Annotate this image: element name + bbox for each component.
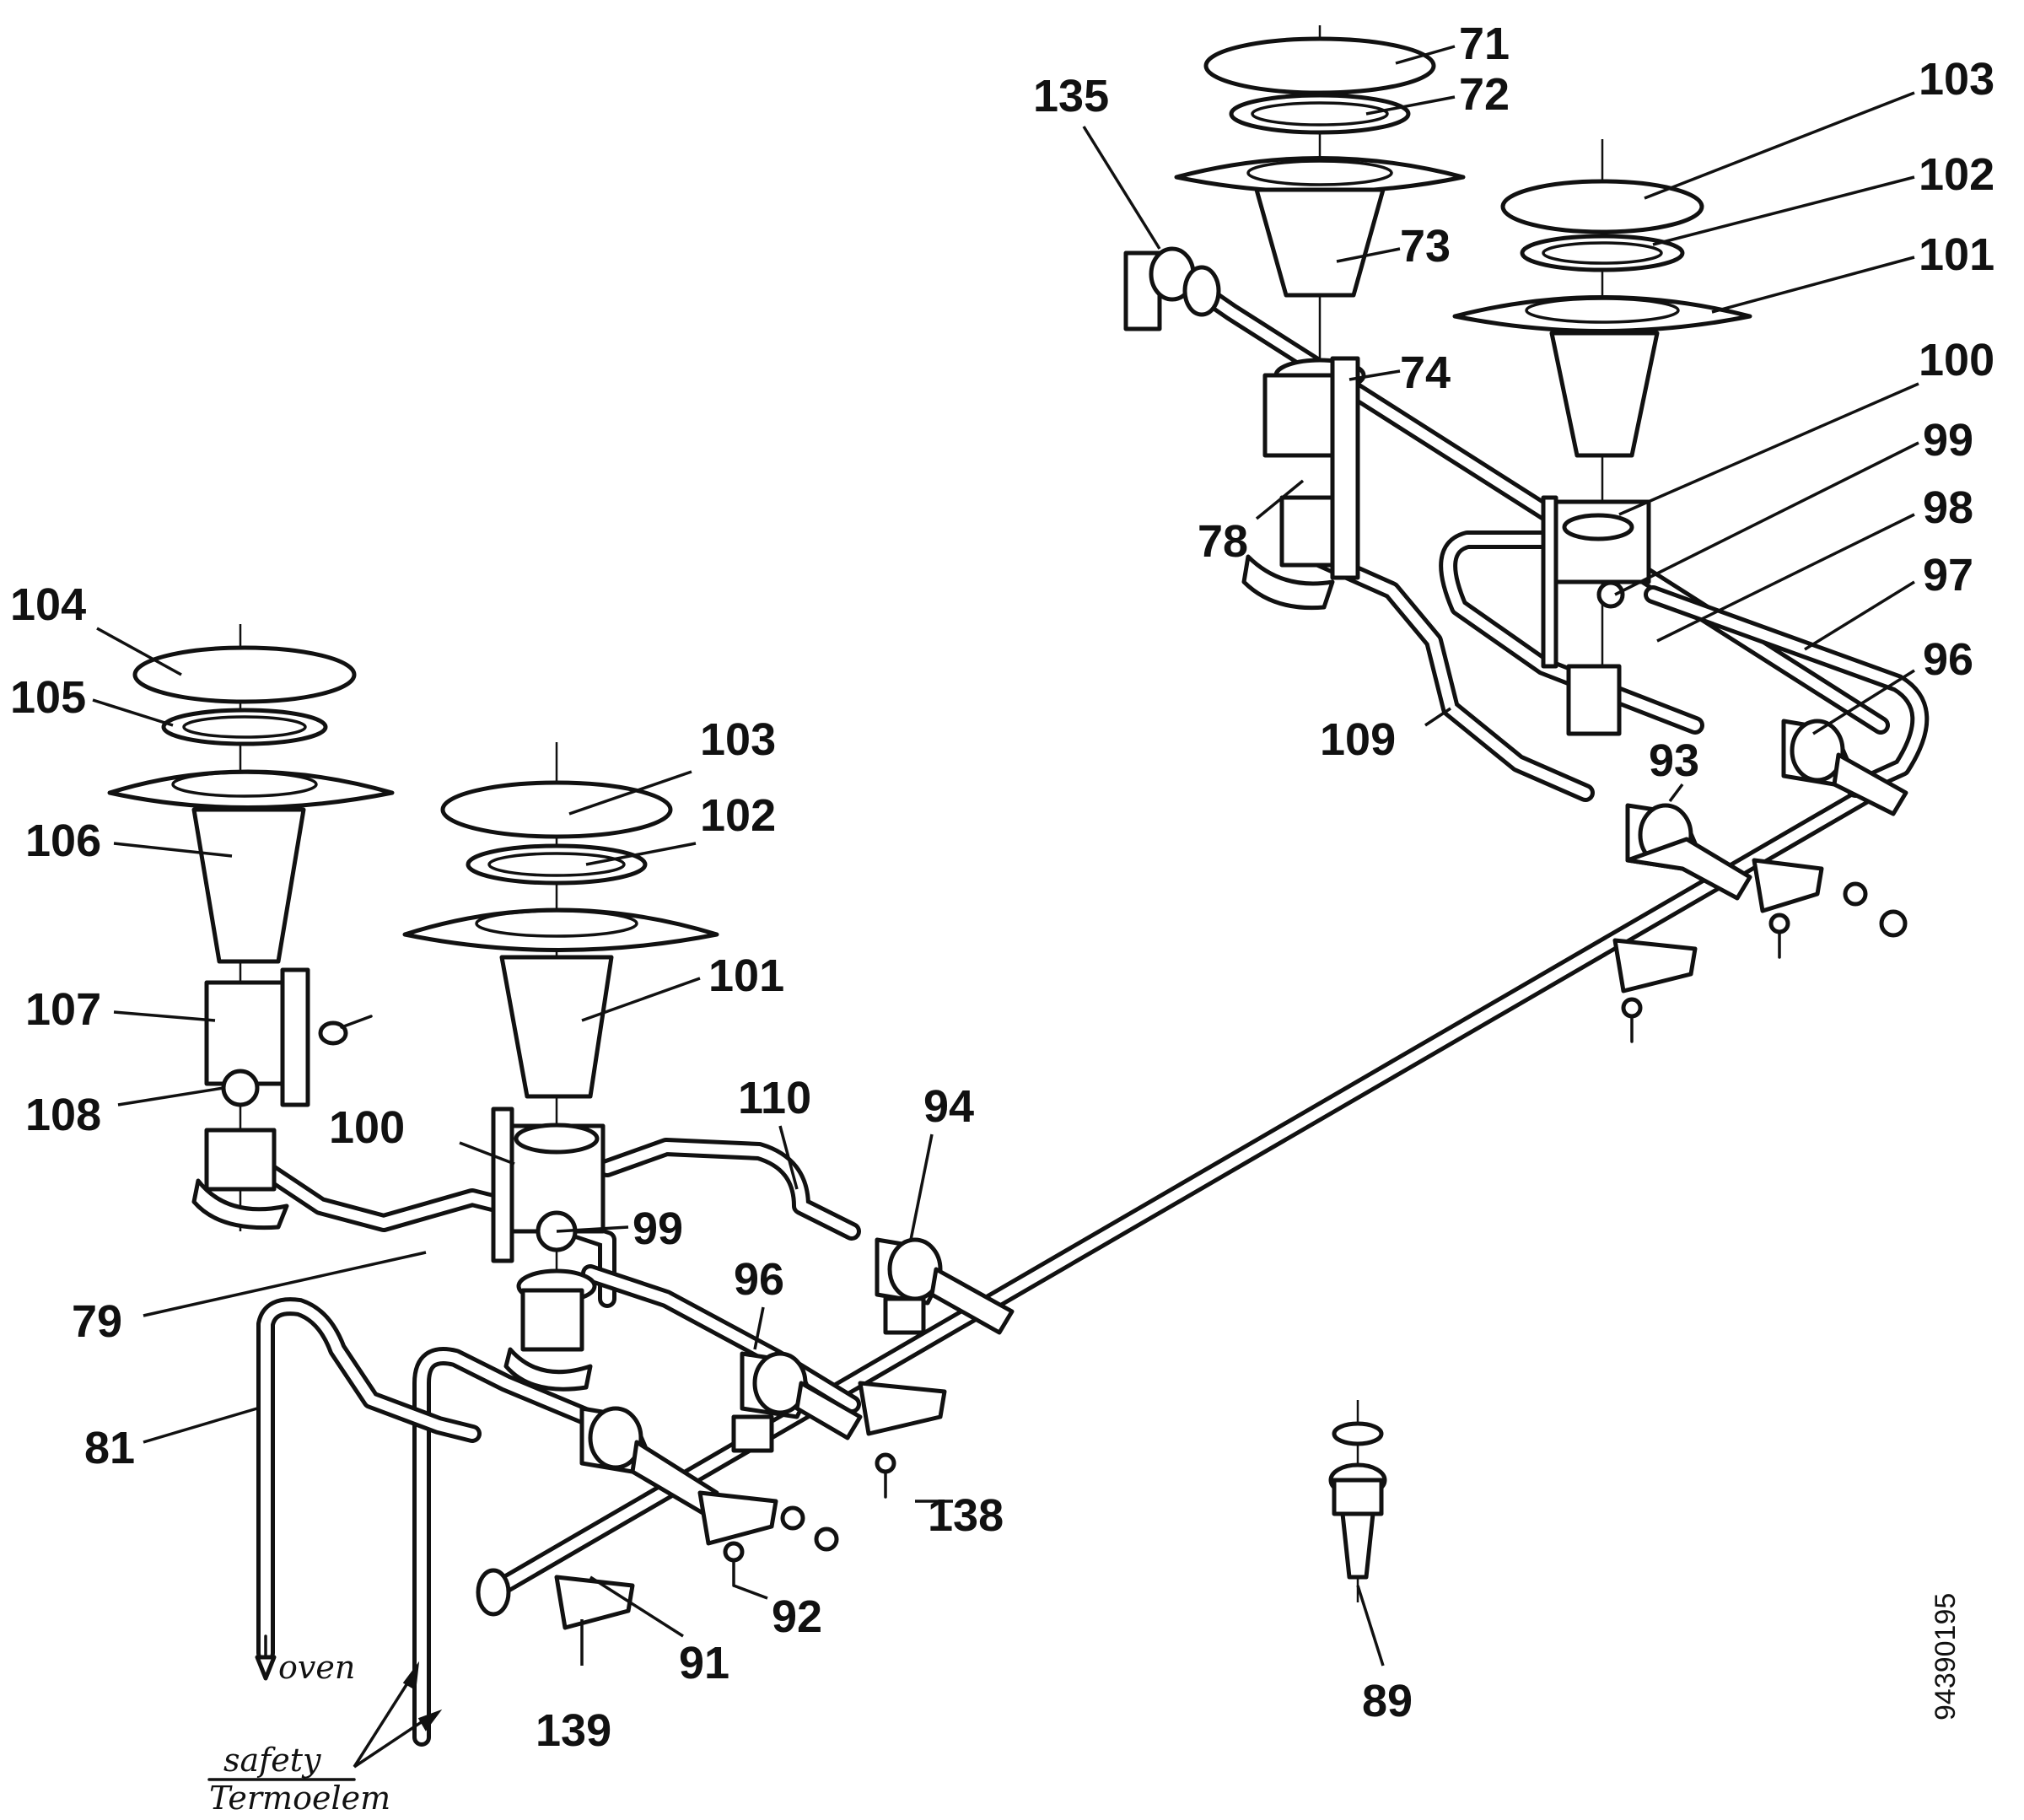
callout-101-front: 101 xyxy=(708,950,784,1001)
callout-73: 73 xyxy=(1400,221,1451,272)
leader-lines xyxy=(92,45,1919,1667)
burner-front-left xyxy=(107,624,395,1231)
callout-139: 139 xyxy=(536,1705,611,1756)
callout-79: 79 xyxy=(72,1296,122,1347)
callout-102-front: 102 xyxy=(700,790,776,841)
callout-105: 105 xyxy=(10,672,86,723)
callout-96-back: 96 xyxy=(1923,634,1973,685)
burner-front-right xyxy=(402,742,719,1392)
callout-108: 108 xyxy=(25,1090,101,1140)
callout-81: 81 xyxy=(84,1423,135,1473)
callout-78: 78 xyxy=(1198,516,1248,567)
callout-110: 110 xyxy=(738,1073,811,1123)
callout-96-front: 96 xyxy=(734,1254,784,1305)
callout-labels: 71 72 73 74 78 135 103 102 101 100 99 98… xyxy=(10,19,1994,1756)
safety-note: safety xyxy=(223,1742,321,1779)
callout-100-front: 100 xyxy=(329,1102,405,1153)
callout-74: 74 xyxy=(1400,347,1451,398)
callout-92: 92 xyxy=(772,1591,822,1642)
callout-97: 97 xyxy=(1923,550,1973,600)
callout-91: 91 xyxy=(679,1638,729,1688)
callout-94: 94 xyxy=(923,1081,974,1132)
burner-back-left xyxy=(1123,25,1466,611)
callout-99-front: 99 xyxy=(632,1203,683,1254)
oven-note: oven xyxy=(278,1649,355,1686)
handwritten-notes: oven safety Termoelem xyxy=(207,1649,390,1817)
flow-arrows xyxy=(255,1634,443,1769)
callout-99-back: 99 xyxy=(1923,415,1973,466)
callout-71: 71 xyxy=(1459,19,1510,69)
callout-103-front: 103 xyxy=(700,714,776,765)
callout-100-back: 100 xyxy=(1919,335,1994,385)
callout-109: 109 xyxy=(1320,714,1396,765)
callout-103-back: 103 xyxy=(1919,54,1994,105)
callout-98: 98 xyxy=(1923,482,1973,533)
gas-taps xyxy=(579,719,1908,1516)
gas-manifold xyxy=(476,779,1886,1617)
callout-138: 138 xyxy=(928,1490,1004,1541)
drawing-code: 94390195 xyxy=(1930,1593,1962,1720)
termoelem-note: Termoelem xyxy=(209,1780,390,1817)
callout-106: 106 xyxy=(25,816,101,866)
callout-93: 93 xyxy=(1649,735,1699,786)
callout-72: 72 xyxy=(1459,69,1510,120)
clamps-and-screws xyxy=(554,858,1908,1630)
callout-135: 135 xyxy=(1033,71,1109,121)
callout-102-back: 102 xyxy=(1919,149,1994,200)
burner-cap-71 xyxy=(1203,36,1436,95)
burner-back-right xyxy=(1452,139,1752,736)
callout-104: 104 xyxy=(10,579,86,630)
callout-107: 107 xyxy=(25,984,101,1035)
callout-89: 89 xyxy=(1362,1676,1413,1726)
callout-101-back: 101 xyxy=(1919,229,1994,280)
